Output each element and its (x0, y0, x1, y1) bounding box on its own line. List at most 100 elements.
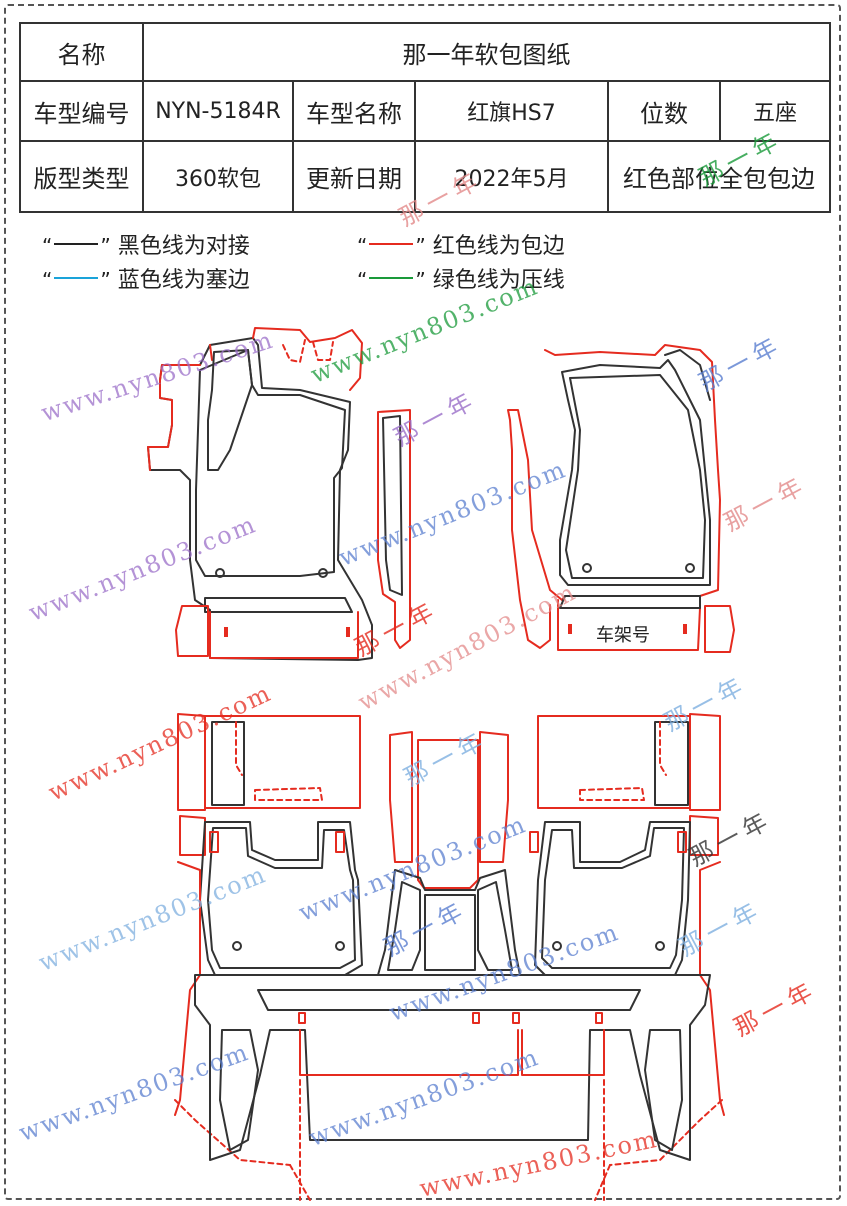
rear-bench-clip (512, 1012, 520, 1024)
rear-right-mid-inner (541, 827, 685, 969)
quote-open: “ (42, 268, 53, 292)
rear-right-slot (677, 831, 687, 853)
front-left-fixing-hole (318, 568, 328, 578)
front-right-right-flap-red (704, 605, 735, 653)
front-left-center-panel (207, 349, 253, 471)
tunnel-inner-black (387, 881, 513, 971)
front-right-fixing-hole (582, 563, 592, 573)
note-value: 红色部位全包包边 (607, 140, 831, 213)
rear-left-fixing-hole (232, 941, 242, 951)
rear-right-top-panel-inner (654, 721, 689, 806)
quote-open: “ (42, 234, 53, 258)
front-left-side-strip-black (382, 415, 403, 596)
rear-right-section (529, 713, 725, 1166)
rear-right-top-panel-red (537, 715, 691, 809)
update-date-label: 更新日期 (292, 140, 416, 213)
front-right-outer-black (559, 359, 711, 586)
front-right-slot (568, 624, 572, 634)
model-code-value: NYN-5184R (142, 80, 294, 142)
rear-left-section (174, 713, 363, 1166)
quote-open: “ (357, 268, 368, 292)
seats-value: 五座 (719, 80, 831, 142)
spec-table: 名称 那一年软包图纸 车型编号 NYN-5184R 车型名称 红旗HS7 位数 … (19, 22, 831, 213)
front-left-top-tab-dashed (282, 339, 334, 363)
rear-left-slot (209, 831, 219, 853)
tunnel-center-black (377, 869, 521, 976)
tunnel-left-strip-red (389, 731, 413, 863)
front-left-mat (147, 327, 373, 661)
front-left-slot (224, 627, 228, 637)
front-left-bottom-red (209, 611, 359, 659)
tunnel-right-strip-red (479, 731, 509, 863)
frame-number-label: 车架号 (596, 625, 650, 646)
rear-right-side-red (699, 861, 725, 1116)
center-tunnel (377, 731, 521, 976)
pattern-type-label: 版型类型 (19, 140, 144, 213)
legend-item-red: “ ” 红色线为包边 (357, 228, 565, 260)
rear-bench-center-red (299, 1029, 605, 1076)
name-value: 那一年软包图纸 (142, 22, 831, 82)
rear-left-flap-red (177, 713, 206, 856)
rear-bench-right-insert (644, 1029, 683, 1151)
legend-text: 红色线为包边 (432, 234, 565, 259)
rear-right-slot (529, 831, 539, 853)
pattern-type-value: 360软包 (142, 140, 294, 213)
rear-left-slot (335, 831, 345, 853)
front-right-fixing-hole (685, 563, 695, 573)
legend-text: 绿色线为压线 (432, 268, 565, 293)
front-left-inner-black (195, 349, 346, 577)
front-left-side-red (147, 344, 213, 471)
rear-left-dashed-notch (235, 721, 323, 801)
rear-bench-clip (595, 1012, 603, 1024)
front-right-mat (507, 344, 735, 653)
red-line-swatch (369, 243, 414, 245)
rear-left-mid-inner (207, 827, 356, 969)
legend-item-green: “ ” 绿色线为压线 (357, 262, 565, 294)
model-name-label: 车型名称 (292, 80, 416, 142)
front-right-top-arc (664, 349, 711, 401)
rear-bench-outer (194, 974, 711, 1161)
rear-bench-clip (472, 1012, 480, 1024)
quote-close: ” (415, 234, 426, 258)
front-right-inner-black (565, 374, 706, 579)
rear-left-fixing-hole (335, 941, 345, 951)
rear-right-fixing-hole (552, 941, 562, 951)
front-right-slot (683, 624, 687, 634)
rear-bench-seam (257, 989, 641, 1011)
green-line-swatch (369, 277, 414, 279)
rear-bench-clip (298, 1012, 306, 1024)
rear-right-side-dashed (609, 1099, 723, 1166)
quote-close: ” (100, 234, 111, 258)
rear-right-dashed-notch (579, 721, 667, 801)
front-left-fixing-hole (215, 568, 225, 578)
name-label: 名称 (19, 22, 144, 82)
rear-left-side-dashed (174, 1099, 291, 1166)
rear-right-fixing-hole (655, 941, 665, 951)
quote-open: “ (357, 234, 368, 258)
tunnel-center-red (417, 739, 479, 889)
rear-right-mid-panel (534, 821, 691, 976)
model-code-label: 车型编号 (19, 80, 144, 142)
front-right-outer-red (507, 344, 721, 651)
legend-item-black: “ ” 黑色线为对接 (42, 228, 250, 260)
rear-bench-left-insert (219, 1029, 259, 1151)
front-left-top-tab-red (252, 327, 363, 391)
front-left-heel-pad (204, 597, 353, 613)
page-border (4, 4, 841, 1200)
rear-left-mid-panel (199, 821, 363, 976)
seats-label: 位数 (607, 80, 721, 142)
quote-close: ” (415, 268, 426, 292)
rear-left-top-panel-inner (211, 721, 245, 806)
model-name-value: 红旗HS7 (414, 80, 609, 142)
front-left-slot (346, 627, 350, 637)
black-line-swatch (54, 243, 99, 245)
front-right-heel-pad (559, 595, 701, 609)
legend-item-blue: “ ” 蓝色线为塞边 (42, 262, 250, 294)
legend-text: 蓝色线为塞边 (117, 268, 250, 293)
quote-close: ” (100, 268, 111, 292)
rear-left-top-panel-red (204, 715, 361, 809)
front-left-side-strip-red (377, 409, 411, 649)
blue-line-swatch (54, 277, 99, 279)
legend-text: 黑色线为对接 (117, 234, 250, 259)
